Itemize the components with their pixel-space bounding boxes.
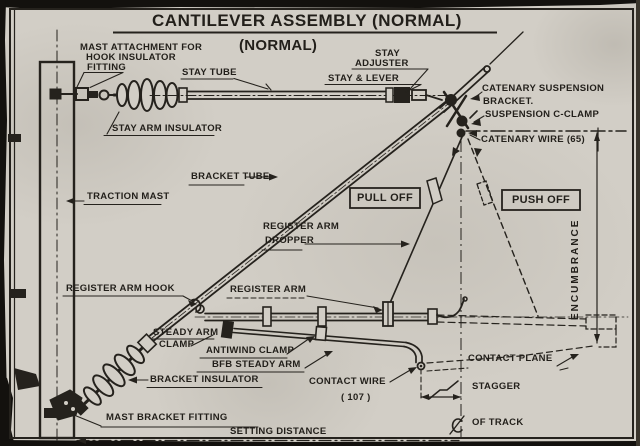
callout-boxes xyxy=(349,187,581,211)
antiwind-clamp-shape xyxy=(314,325,328,342)
label-mast-bracket-fitting: MAST BRACKET FITTING xyxy=(106,412,228,423)
label-catenary-suspension-1: CATENARY SUSPENSION xyxy=(482,83,605,94)
register-arm-line xyxy=(191,296,629,327)
arm-clamp xyxy=(317,306,327,327)
label-contact-plane: CONTACT PLANE xyxy=(468,353,553,364)
dashed-end-bracket xyxy=(585,314,617,330)
label-stagger: STAGGER xyxy=(472,381,521,392)
label-contact-wire: CONTACT WIRE xyxy=(309,376,386,387)
label-suspension-c-clamp: SUSPENSION C-CLAMP xyxy=(485,109,600,120)
label-steady-arm-clamp-2: CLAMP xyxy=(159,339,195,350)
stay-adjuster-block xyxy=(394,87,410,103)
label-catenary-suspension-2: BRACKET. xyxy=(483,95,534,107)
label-stay-arm-insulator: STAY ARM INSULATOR xyxy=(112,123,223,134)
label-pull-off: PULL OFF xyxy=(357,192,413,204)
label-of-track: OF TRACK xyxy=(472,417,524,428)
register-arm-hook-shape xyxy=(191,298,202,313)
drawing-frame xyxy=(9,8,634,439)
turnbuckle xyxy=(426,177,443,206)
contact-plane-lines xyxy=(426,345,594,372)
bracket-tube-line xyxy=(149,31,524,342)
push-off-dashed-line xyxy=(467,138,539,317)
centerline-of-track-symbol xyxy=(449,415,465,435)
catenary-suspension-junction xyxy=(442,90,478,138)
label-push-off: PUSH OFF xyxy=(511,194,570,206)
stay-assembly xyxy=(75,78,453,112)
label-contact-wire-gauge: ( 107 ) xyxy=(341,392,371,403)
label-mast-attachment-3: FITTING xyxy=(87,61,127,73)
subtitle: (NORMAL) xyxy=(239,37,318,54)
label-stay-adjuster-2: ADJUSTER xyxy=(355,57,409,69)
label-bracket-tube: BRACKET TUBE xyxy=(191,171,270,182)
pull-off-dropper-line xyxy=(389,136,463,304)
dashed-turnbuckle xyxy=(476,180,494,206)
steady-arm-elbow xyxy=(405,341,423,364)
eye-link xyxy=(98,89,110,101)
label-register-arm-dropper-2: DROPPER xyxy=(265,235,315,246)
label-leader-lines xyxy=(62,68,579,428)
page-title: CANTILEVER ASSEMBLY (NORMAL) xyxy=(152,11,462,30)
arm-clamp xyxy=(262,306,272,327)
label-stay-adjuster-1: STAY xyxy=(375,47,400,59)
label-catenary-wire: CATENARY WIRE (65) xyxy=(481,134,585,145)
arm-end-fitting xyxy=(427,308,438,325)
push-off-box xyxy=(501,189,581,211)
label-register-arm-dropper-1: REGISTER ARM xyxy=(263,221,340,232)
label-bracket-insulator: BRACKET INSULATOR xyxy=(150,374,259,385)
mast-bolt xyxy=(49,88,62,100)
mast-bracket-fitting-shape xyxy=(14,368,83,421)
label-bfb-steady-arm: BFB STEADY ARM xyxy=(212,359,301,370)
label-register-arm-hook: REGISTER ARM HOOK xyxy=(66,283,175,294)
setting-distance-dimension xyxy=(76,437,460,444)
steady-arm xyxy=(220,320,426,371)
encumbrance-dimension xyxy=(585,132,617,348)
traction-mast xyxy=(8,29,78,441)
label-traction-mast: TRACTION MAST xyxy=(87,191,170,202)
stagger-jog-symbol xyxy=(428,380,459,400)
steady-arm-clamp-shape xyxy=(220,320,235,339)
label-setting-distance: SETTING DISTANCE xyxy=(230,426,327,437)
bracket-insulator-shape xyxy=(72,332,158,416)
label-steady-arm-clamp-1: STEADY ARM xyxy=(153,327,219,338)
stagger-dimension xyxy=(420,368,462,402)
label-stay-and-lever: STAY & LEVER xyxy=(328,72,399,84)
label-antiwind-clamp: ANTIWIND CLAMP xyxy=(206,345,295,356)
label-mast-attachment-1: MAST ATTACHMENT FOR xyxy=(80,42,203,53)
label-encumbrance: ENCUMBRANCE xyxy=(570,218,581,320)
label-register-arm: REGISTER ARM xyxy=(230,284,307,295)
tube-end-cap xyxy=(483,65,491,73)
label-stay-tube: STAY TUBE xyxy=(182,67,237,78)
suspension-c-clamp-shape xyxy=(456,128,466,138)
pull-off-box xyxy=(349,187,421,209)
arm-end-hook xyxy=(436,298,465,319)
label-mast-attachment-2: HOOK INSULATOR xyxy=(86,52,176,63)
